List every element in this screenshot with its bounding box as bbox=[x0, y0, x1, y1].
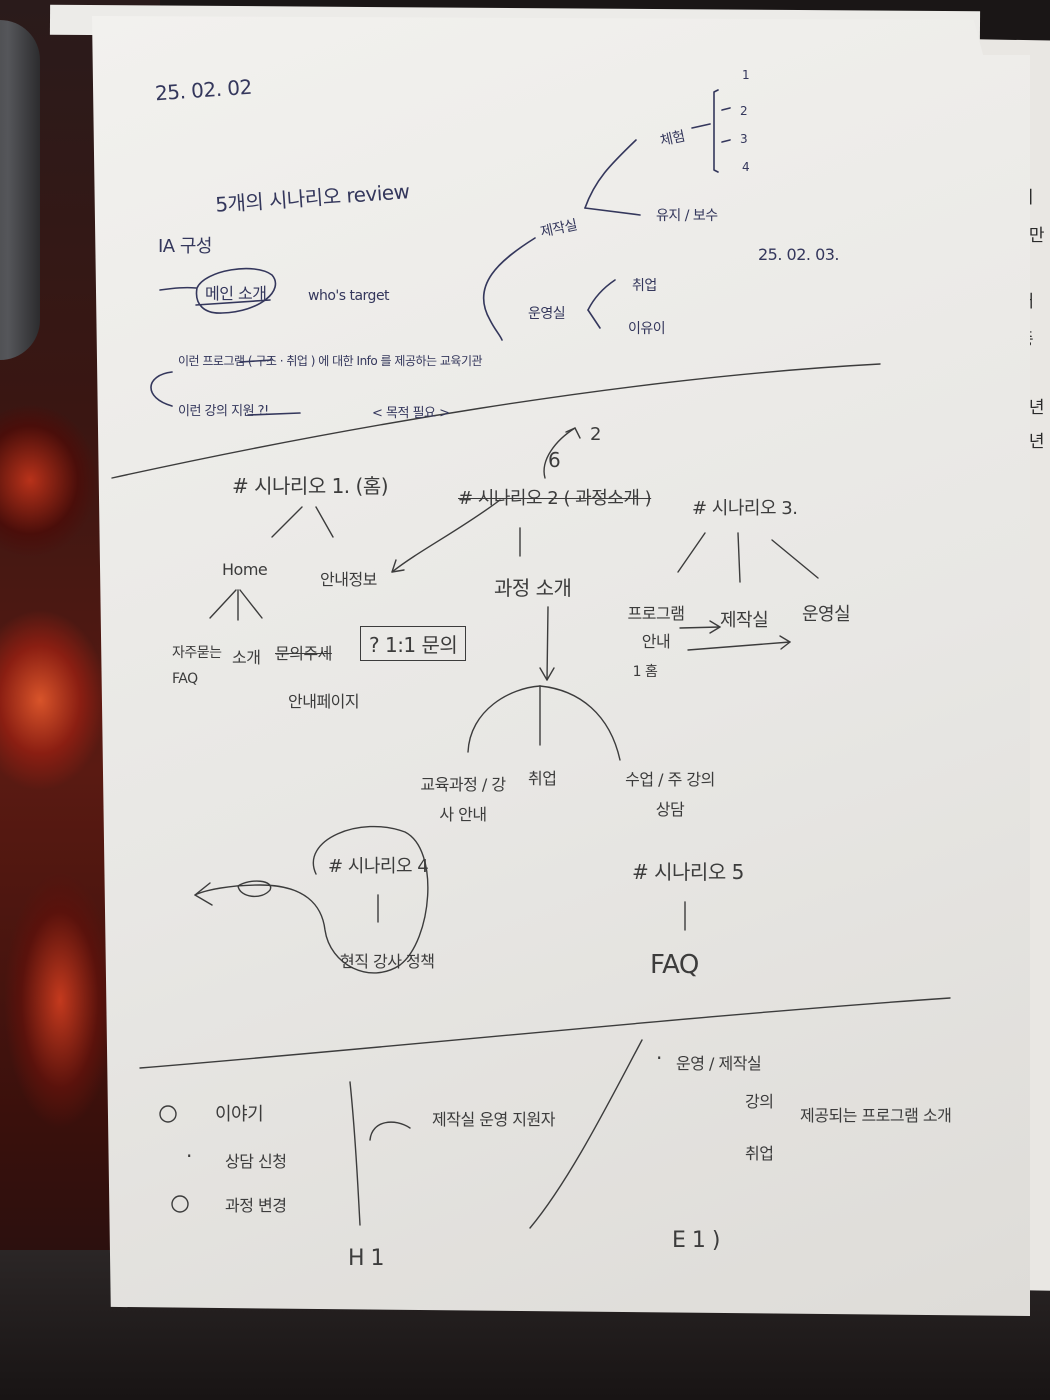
top-tree-main-curve bbox=[482, 237, 536, 341]
s2-down-line bbox=[546, 606, 549, 681]
bracket-tie bbox=[691, 123, 711, 129]
number-label: 4 bbox=[742, 160, 750, 174]
scenario-5-title: # 시나리오 5 bbox=[632, 860, 744, 884]
bullet-note-2: 이런 강의 지원 ?! bbox=[178, 404, 269, 419]
s2-mark-2: 2 bbox=[590, 424, 601, 445]
s3-program-2: 1 홈 bbox=[632, 664, 658, 680]
s2-down-arrow bbox=[539, 667, 555, 681]
s1-faq: 자주묻는 FAQ bbox=[172, 645, 222, 687]
s2-course-intro: 과정 소개 bbox=[494, 576, 572, 600]
top-tree-upper-curve bbox=[584, 139, 637, 209]
top-tree-node-b: 운영실 bbox=[528, 306, 566, 322]
ia-heading: IA 구성 bbox=[158, 236, 212, 257]
s3-branch-mid bbox=[737, 532, 741, 583]
s1-info: 안내정보 bbox=[320, 570, 377, 589]
top-tree-node-b-child-2: 이유이 bbox=[628, 321, 666, 337]
top-tree-upper-branch bbox=[584, 207, 641, 216]
s3-target-b: 운영실 bbox=[802, 604, 851, 625]
s4-oval bbox=[237, 880, 272, 897]
s3-arrow-2 bbox=[687, 641, 791, 651]
s2-mark: 6 bbox=[548, 448, 561, 472]
s2-child-teachers: 교육과정 / 강사 안내 bbox=[420, 775, 506, 824]
s4-child: 현직 강사 정책 bbox=[340, 952, 435, 971]
bottom-item-2: 상담 신청 bbox=[225, 1152, 287, 1171]
bottom-center-note: 제작실 운영 지원자 bbox=[432, 1110, 555, 1129]
s2-loop bbox=[543, 427, 576, 479]
bullet-note-2-bracket: < 목적 필요 > bbox=[372, 406, 450, 421]
s3-branch-right bbox=[771, 539, 819, 579]
right-bullet-dot: · bbox=[656, 1046, 662, 1070]
bottom-vertical bbox=[349, 1081, 361, 1226]
scenario-2-title-struck: # 시나리오 2 ( 과정소개 ) bbox=[458, 488, 652, 509]
bullet-dot: · bbox=[186, 1144, 192, 1168]
circled-word: 메인 소개 bbox=[205, 284, 267, 303]
section-divider-1 bbox=[111, 363, 881, 479]
bullet-note-1: 이런 프로그램 ( 구조 · 취업 ) 에 대한 Info 를 제공하는 교육기… bbox=[178, 354, 483, 368]
s2-child-consult: 수업 / 주 강의 상담 bbox=[625, 770, 715, 819]
mark-h1: H 1 bbox=[348, 1246, 385, 1271]
tick-2 bbox=[721, 107, 731, 111]
section-divider-2 bbox=[139, 997, 951, 1069]
whos-target-text: who's target bbox=[308, 288, 390, 304]
top-tree-lower-branch bbox=[587, 309, 601, 329]
circle-underline bbox=[195, 299, 271, 306]
s1-arrow-head bbox=[391, 559, 405, 573]
s5-faq: FAQ bbox=[650, 950, 699, 980]
s1-sub-page: 안내페이지 bbox=[288, 692, 360, 711]
s2-loop-head bbox=[565, 427, 581, 439]
s2-arc-left bbox=[467, 685, 541, 753]
s2-child-job: 취업 bbox=[528, 769, 557, 788]
s1-home: Home bbox=[222, 560, 268, 579]
s1-branch-left bbox=[271, 506, 303, 538]
s1-inquiry-box: ? 1:1 문의 bbox=[360, 626, 467, 661]
notebook-paper bbox=[92, 16, 1030, 1316]
number-label: 3 bbox=[740, 132, 748, 146]
bottom-hook bbox=[369, 1121, 411, 1141]
bottom-item-1: 이야기 bbox=[215, 1104, 264, 1125]
number-label: 1 bbox=[742, 68, 750, 82]
s3-target-a: 제작실 bbox=[720, 610, 769, 631]
s1-intro: 소개 bbox=[232, 648, 261, 667]
scenario-1-title: # 시나리오 1. (홈) bbox=[232, 474, 389, 498]
bullet-circle-1 bbox=[159, 1105, 177, 1123]
s1-notice-struck: 문의주세 bbox=[275, 644, 332, 663]
s3-arrow-1 bbox=[679, 626, 721, 629]
s3-arrow-2-head bbox=[779, 635, 791, 650]
s1-branch-right bbox=[315, 506, 334, 538]
number-bracket bbox=[713, 89, 719, 173]
tick-3 bbox=[721, 139, 731, 143]
top-tree-node-a-child-2: 유지 / 보수 bbox=[656, 208, 718, 224]
bottom-right-bullet: 운영 / 제작실 bbox=[676, 1054, 762, 1073]
s1-to-s2-arrow bbox=[391, 499, 501, 573]
mark-e1: E 1 ) bbox=[672, 1228, 720, 1253]
date-right: 25. 02. 03. bbox=[758, 245, 840, 264]
bottom-diagonal bbox=[529, 1039, 643, 1229]
top-tree-lower-curve bbox=[587, 279, 616, 311]
scenario-4-title: # 시나리오 4 bbox=[328, 856, 429, 877]
number-label: 2 bbox=[740, 104, 748, 118]
s4-arrow-head bbox=[194, 882, 213, 906]
underline-program bbox=[239, 359, 273, 363]
s2-arc-right bbox=[539, 685, 621, 761]
bullet-bracket bbox=[150, 371, 173, 407]
s1-home-left bbox=[209, 589, 237, 619]
bottom-right-c: 제공되는 프로그램 소개 bbox=[800, 1106, 952, 1125]
underline-support bbox=[247, 412, 301, 416]
bullet-circle-3 bbox=[171, 1195, 189, 1213]
bottom-right-a: 강의 bbox=[745, 1092, 774, 1111]
top-tree-node-b-child-1: 취업 bbox=[632, 278, 657, 294]
s3-program: 프로그램 안내 bbox=[627, 604, 685, 651]
circle-mark bbox=[195, 267, 277, 314]
scenario-3-title: # 시나리오 3. bbox=[692, 498, 798, 519]
bottom-right-b: 취업 bbox=[745, 1144, 774, 1163]
s3-arrow-1-head bbox=[709, 620, 721, 634]
arrow-curve bbox=[159, 286, 197, 291]
bottom-item-3: 과정 변경 bbox=[225, 1196, 287, 1215]
computer-mouse bbox=[0, 20, 40, 360]
s1-home-right bbox=[239, 589, 263, 619]
s3-branch-left bbox=[677, 532, 706, 573]
s4-lasso bbox=[194, 825, 429, 974]
